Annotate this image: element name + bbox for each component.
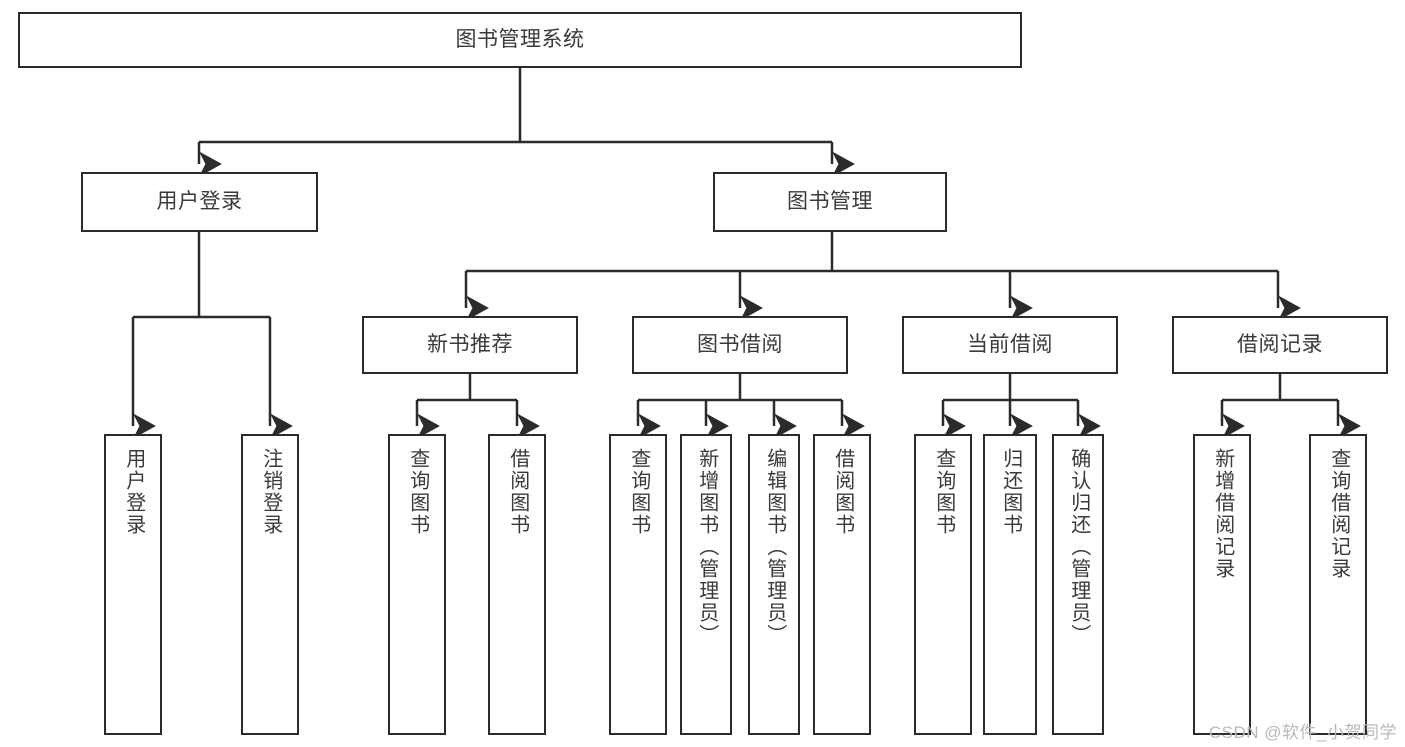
- node-leaf-borrow-book-2-label: 借阅图书: [831, 448, 854, 536]
- node-book-borrow-label: 图书借阅: [697, 332, 783, 356]
- node-leaf-user-logout-label: 注销登录: [259, 448, 282, 536]
- node-current-borrow[interactable]: 当前借阅: [902, 316, 1118, 374]
- node-leaf-edit-book[interactable]: 编辑图书（管理员）: [748, 434, 800, 735]
- node-leaf-query-book-2[interactable]: 查询图书: [609, 434, 667, 735]
- node-leaf-borrow-book-1-label: 借阅图书: [506, 448, 529, 536]
- node-leaf-add-record[interactable]: 新增借阅记录: [1193, 434, 1251, 735]
- node-leaf-query-book-3[interactable]: 查询图书: [914, 434, 972, 735]
- node-leaf-confirm-return-label: 确认归还（管理员）: [1067, 448, 1090, 646]
- node-leaf-return-book[interactable]: 归还图书: [983, 434, 1037, 735]
- node-root-label: 图书管理系统: [455, 27, 585, 51]
- node-leaf-confirm-return[interactable]: 确认归还（管理员）: [1052, 434, 1104, 735]
- node-borrow-record[interactable]: 借阅记录: [1172, 316, 1388, 374]
- node-borrow-record-label: 借阅记录: [1237, 332, 1323, 356]
- node-leaf-return-book-label: 归还图书: [999, 448, 1022, 536]
- node-book-manage-label: 图书管理: [787, 189, 873, 213]
- node-new-book-rec[interactable]: 新书推荐: [362, 316, 578, 374]
- node-leaf-edit-book-label: 编辑图书（管理员）: [763, 448, 786, 646]
- node-leaf-user-logout[interactable]: 注销登录: [241, 434, 299, 735]
- node-new-book-rec-label: 新书推荐: [427, 332, 513, 356]
- node-leaf-borrow-book-1[interactable]: 借阅图书: [488, 434, 546, 735]
- node-leaf-add-book-label: 新增图书（管理员）: [695, 448, 718, 646]
- node-leaf-user-login-label: 用户登录: [122, 448, 145, 536]
- node-book-borrow[interactable]: 图书借阅: [632, 316, 848, 374]
- node-leaf-add-book[interactable]: 新增图书（管理员）: [680, 434, 732, 735]
- watermark-text: CSDN @软件_小贺同学: [1208, 723, 1397, 742]
- node-root[interactable]: 图书管理系统: [18, 12, 1022, 68]
- node-leaf-user-login[interactable]: 用户登录: [104, 434, 162, 735]
- node-leaf-borrow-book-2[interactable]: 借阅图书: [813, 434, 871, 735]
- node-leaf-query-book-3-label: 查询图书: [932, 448, 955, 536]
- node-book-manage[interactable]: 图书管理: [713, 172, 947, 232]
- node-leaf-query-record[interactable]: 查询借阅记录: [1309, 434, 1367, 735]
- node-leaf-query-book-1[interactable]: 查询图书: [388, 434, 446, 735]
- node-user-login-label: 用户登录: [156, 189, 243, 213]
- node-leaf-query-book-1-label: 查询图书: [406, 448, 429, 536]
- node-leaf-query-record-label: 查询借阅记录: [1327, 448, 1350, 580]
- node-leaf-query-book-2-label: 查询图书: [627, 448, 650, 536]
- node-user-login[interactable]: 用户登录: [81, 172, 318, 232]
- node-leaf-add-record-label: 新增借阅记录: [1211, 448, 1234, 580]
- node-current-borrow-label: 当前借阅: [967, 332, 1053, 356]
